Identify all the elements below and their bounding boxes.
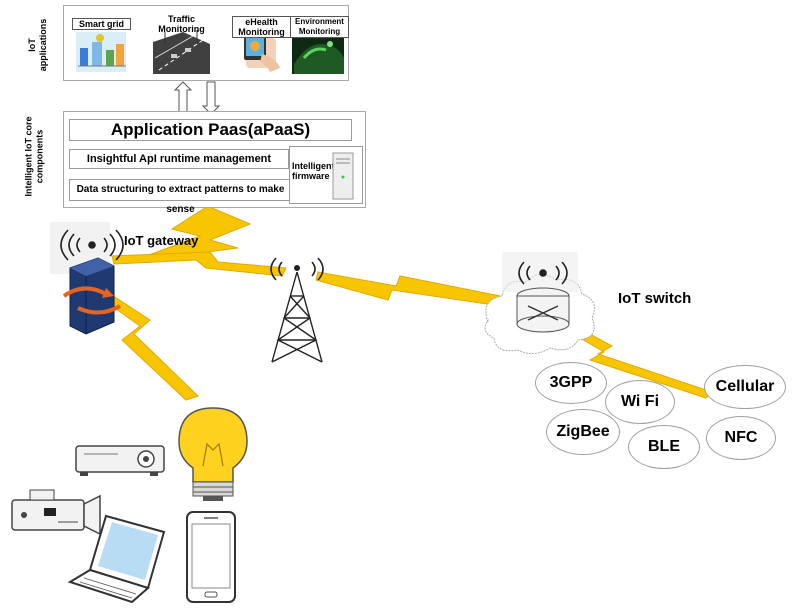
ehealth-phone-icon [244, 34, 280, 72]
protocol-wifi[interactable]: Wi Fi [605, 380, 675, 424]
gateway-server-icon [62, 257, 122, 335]
tile-traffic[interactable]: Traffic Monitoring [153, 14, 210, 74]
api-runtime-box[interactable]: Insightful ApI runtime management [69, 149, 289, 169]
down-arrow-icon [201, 81, 221, 115]
firmware-box[interactable]: Intelligent firmware [289, 146, 363, 204]
protocol-cellular[interactable]: Cellular [704, 365, 786, 409]
wifi-signal-icon [518, 261, 568, 285]
video-camera-icon [11, 489, 101, 536]
protocol-nfc[interactable]: NFC [706, 416, 776, 460]
smartphone-icon [186, 511, 236, 603]
grid-city-icon [76, 32, 126, 72]
light-bulb-icon [178, 407, 248, 501]
tile-title: Traffic Monitoring [158, 14, 205, 34]
wifi-signal-icon [60, 229, 124, 261]
projector-icon [75, 445, 165, 476]
tile-smart-grid[interactable]: Smart grid [72, 14, 131, 74]
switch-label: IoT switch [618, 290, 692, 307]
data-structuring-box[interactable]: Data structuring to extract patterns to … [69, 179, 292, 215]
laptop-icon [67, 514, 166, 604]
firmware-label: Intelligent firmware [292, 161, 335, 181]
tile-environment[interactable]: Environment Monitoring [290, 14, 349, 74]
protocol-ble[interactable]: BLE [628, 425, 700, 469]
gateway-label: IoT gateway [124, 233, 199, 248]
server-tower-icon [332, 152, 354, 200]
tile-ehealth[interactable]: eHealth Monitoring [232, 14, 291, 74]
protocol-zigbee[interactable]: ZigBee [546, 409, 620, 455]
router-icon [516, 287, 570, 333]
apaas-box[interactable]: Application Paas(aPaaS) [69, 119, 352, 141]
protocol-3gpp[interactable]: 3GPP [535, 362, 607, 404]
iot-core-box: Application Paas(aPaaS) Insightful ApI r… [63, 111, 366, 215]
iot-applications-box: Smart grid Traffic Monitoring [63, 5, 349, 81]
tile-title: Environment Monitoring [290, 16, 349, 38]
tile-title: Smart grid [72, 18, 131, 30]
traffic-road-icon [153, 30, 210, 74]
tile-title: eHealth Monitoring [232, 16, 291, 38]
